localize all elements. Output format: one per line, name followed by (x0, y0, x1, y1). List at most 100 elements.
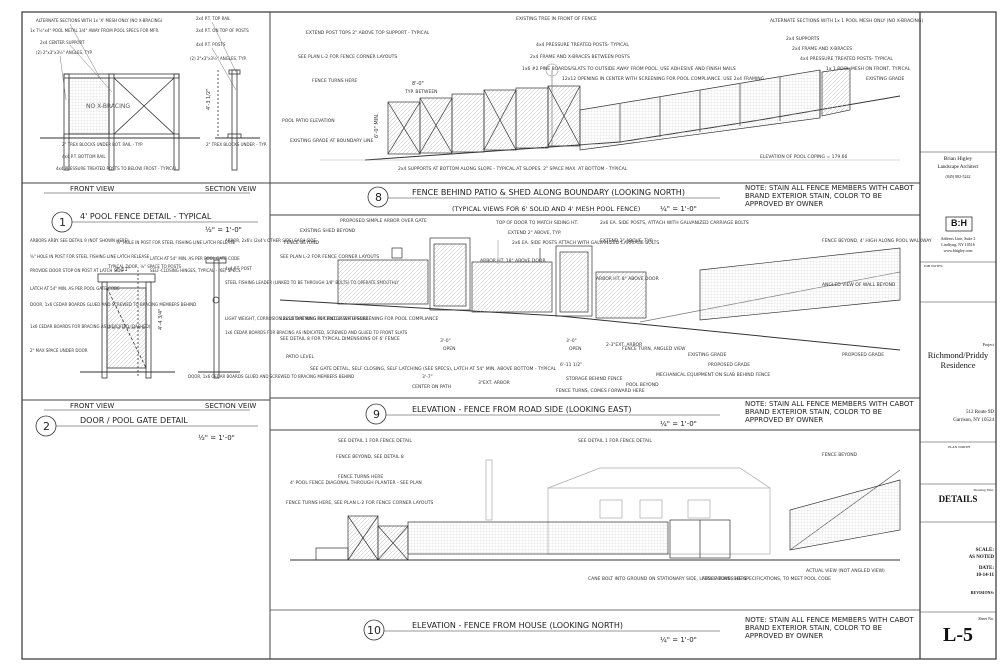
detail-9-note: NOTE: STAIN ALL FENCE MEMBERS WITH CABOT… (745, 400, 914, 424)
d1-note-7: 4x4 PRESSURE TREATED POSTS TO BELOW FROS… (56, 166, 178, 171)
d9-dim-2: OPEN (443, 346, 455, 352)
scale-value: AS NOTED (968, 555, 994, 560)
d9-label-15: ARBOR HT. 8" ABOVE DOOR (596, 276, 659, 282)
d9-dim-8: 3"EXT. ARBOR (478, 380, 510, 386)
detail-10-bubble (363, 619, 385, 641)
detail-8-bubble (367, 186, 389, 208)
d8-label-14: 2x4 FRAME AND X-BRACES (792, 46, 852, 52)
detail-8-subtitle: (TYPICAL VIEWS FOR 6' SOLID AND 4' MESH … (452, 205, 640, 213)
d8-label-17: EXISTING GRADE (866, 76, 904, 82)
d9-label-1: EXISTING SHED BEYOND (300, 228, 356, 234)
d9-label-17: ANGLED VIEW OF WALL BEYOND (822, 282, 896, 288)
project-label: Project (982, 342, 994, 347)
d2-note-l7: 2" MAX SPACE UNDER DOOR (30, 348, 88, 353)
plan-north-label: PLAN NORTH (948, 445, 970, 449)
firm-logo (945, 216, 973, 232)
d2-note-l6: 1x6 CEDAR BOARDS FOR BRACING AS INDICATE… (30, 324, 151, 329)
d2-note-r2: 4x4 P.T. POST (225, 266, 252, 271)
detail-2-drawing (80, 257, 240, 379)
d1-note-4: (2) 2"x3"x3½" ANGLES, TYP. (36, 50, 93, 55)
d8-dim-top: 8'-0" (412, 81, 424, 87)
d9-label-5: 12x12 OPENING IN CENTER WITH SCREENING F… (280, 316, 438, 322)
firm-web: www.bhigley.com (943, 248, 973, 253)
detail-1-dim: 4'-3 1/2" (206, 89, 212, 110)
d10-label-8: CANE BOLT INTO GROUND ON STATIONARY SIDE… (588, 576, 831, 582)
d10-label-4: 4' POOL FENCE DIAGONAL THROUGH PLANTER -… (290, 480, 422, 486)
logo-mark: B:H (951, 218, 967, 228)
d8-label-18: ELEVATION OF POOL COPING = 179.66 (760, 154, 848, 160)
sheet-number: L-5 (943, 624, 973, 646)
d2-note-m4: SELF-CLOSING HINGES, TYPICAL - (6E) SPEC… (150, 268, 241, 273)
d10-label-6: SEE DETAIL 1 FOR FENCE DETAIL (578, 438, 652, 444)
d9-dim-1: 3'-0" (440, 338, 451, 344)
detail-1-title: 4' POOL FENCE DETAIL - TYPICAL (80, 212, 212, 221)
d10-label-3: FENCE TURNS HERE (338, 474, 383, 480)
d9-dim-6: 2-3"EXT. ARBOR (606, 342, 642, 348)
d9-label-14: EXTEND 2" ABOVE, TYP. (600, 238, 653, 244)
d10-label-7: FENCE BEYOND (822, 452, 858, 458)
job-notes-label: JOB NOTES: (924, 264, 944, 268)
detail-10-drawing (290, 459, 901, 561)
d9-dim-7: 3'-7" (422, 374, 433, 380)
d9-label-8: SEE GATE DETAIL, SELF CLOSING, SELF LATC… (310, 366, 557, 372)
d2-note-r1: ARBOR, 2x6's (2x4's OTHER SIDE) EACH SID… (225, 238, 316, 243)
d8-label-7: EXISTING TREE IN FRONT OF FENCE (516, 16, 597, 22)
d9-label-9: TOP OF DOOR TO MATCH SIDING HT. (495, 220, 578, 226)
detail-2-number: 2 (43, 420, 50, 433)
d8-label-5: EXISTING GRADE AT BOUNDARY LINE (290, 138, 374, 144)
d1-note-r1: 2x4 P.T. TOP RAIL (196, 16, 231, 21)
d2-note-r3: STEEL FISHING LEADER (LINKED TO BE THROU… (225, 280, 399, 285)
detail-10-note: NOTE: STAIN ALL FENCE MEMBERS WITH CABOT… (745, 616, 914, 640)
no-xbracing-label: NO X-BRACING (86, 103, 130, 110)
project-name: Richmond/Priddy Residence (927, 350, 989, 370)
d2-note-m1: ⅝" HOLE IN POST FOR STEEL FISHING LINE L… (116, 240, 236, 245)
d1-note-5: 2" TREX BLOCKS UNDER BOT. RAIL - TYP. (62, 142, 143, 147)
d1-note-3: 2x4 CENTER SUPPORT (40, 40, 85, 45)
d9-label-2: PROPOSED SIMPLE ARBOR OVER GATE (340, 218, 427, 224)
firm-address: Address Line, Suite 2 (940, 236, 976, 241)
firm-name: Brian Higley (943, 156, 973, 162)
detail-8-number: 8 (375, 191, 382, 204)
d9-label-22: STORAGE BEHIND FENCE (566, 376, 623, 382)
date-value: 10-14-11 (975, 573, 994, 578)
d1-front-view: FRONT VIEW (70, 185, 114, 193)
d1-note-r5: 2" TREX BLOCKS UNDER - TYP. (206, 142, 267, 147)
d2-note-r4: LIGHT WEIGHT, CORROSION RESISTANT RING F… (225, 316, 368, 321)
d10-label-9: FENCE TURNS HERE (702, 576, 747, 582)
detail-2-title: DOOR / POOL GATE DETAIL (80, 416, 188, 425)
drawing-title: DETAILS (938, 494, 978, 504)
d9-label-21: MECHANICAL EQUIPMENT ON SLAB BEHIND FENC… (656, 372, 770, 378)
sheet-label: Sheet No. (978, 616, 994, 621)
d2-note-l2: ⅝" HOLE IN POST FOR STEEL FISHING LINE L… (30, 254, 150, 259)
d2-front-view: FRONT VIEW (70, 402, 114, 410)
d2-note-l1: ARBORS ARBY. SEE DETAIL 9 (NOT SHOWN HER… (30, 238, 129, 243)
d1-note-6: 4x4 P.T. BOTTOM RAIL (62, 154, 106, 159)
d8-label-9: 2x4 FRAME AND X-BRACES BETWEEN POSTS (530, 54, 630, 60)
d8-label-4: POOL PATIO ELEVATION (282, 118, 335, 124)
d2-note-m3: LATCH AT 54" MIN. AS PER POOL GATE CODE (150, 256, 240, 261)
scale-label: SCALE: (975, 548, 994, 553)
d9-label-6: SEE DETAIL 8 FOR TYPICAL DIMENSIONS OF 6… (280, 336, 400, 342)
d9-label-19: PROPOSED GRADE (708, 362, 750, 368)
d9-label-23: FENCE TURNS, COMES FORWARD HERE (556, 388, 645, 394)
d8-label-11: 12x12 OPENING IN CENTER WITH SCREENING F… (562, 76, 765, 82)
detail-2-scale: ½" = 1'-0" (198, 434, 235, 442)
d10-label-1: SEE DETAIL 1 FOR FENCE DETAIL (338, 438, 412, 444)
detail-1-scale: ½" = 1'-0" (205, 226, 242, 234)
detail-9-title: ELEVATION - FENCE FROM ROAD SIDE (LOOKIN… (412, 405, 632, 414)
detail-9-bubble (365, 403, 387, 425)
detail-8-note: NOTE: STAIN ALL FENCE MEMBERS WITH CABOT… (745, 184, 914, 208)
detail-8-drawing (320, 63, 901, 161)
d9-label-20: EXISTING GRADE (688, 352, 726, 358)
d8-label-15: 4x4 PRESSURE TREATED POSTS- TYPICAL (800, 56, 893, 62)
detail-10-scale: ¼" = 1'-0" (660, 636, 697, 644)
d9-label-18: FENCE TURN, ANGLED VIEW (622, 346, 686, 352)
d8-label-12: ALTERNATE SECTIONS WITH 1x 1 POOL MESH O… (770, 18, 923, 24)
d9-label-3: FENCE BEYOND (284, 240, 320, 246)
d2-note-l5: DOOR, 1x6 CEDAR BOARDS GLUED AND SCREWED… (30, 302, 196, 307)
revisions-label: REVISIONS: (970, 590, 994, 595)
d2-note-l4: LATCH AT 54" MIN. AS PER POOL GATE CODE (30, 286, 120, 291)
d9-label-12: ARBOR HT. 18" ABOVE DOOR (480, 258, 546, 264)
d9-label-7: PATIO LEVEL (286, 354, 314, 360)
d9-label-4: SEE PLAN L-2 FOR FENCE CORNER LAYOUTS (280, 254, 379, 260)
